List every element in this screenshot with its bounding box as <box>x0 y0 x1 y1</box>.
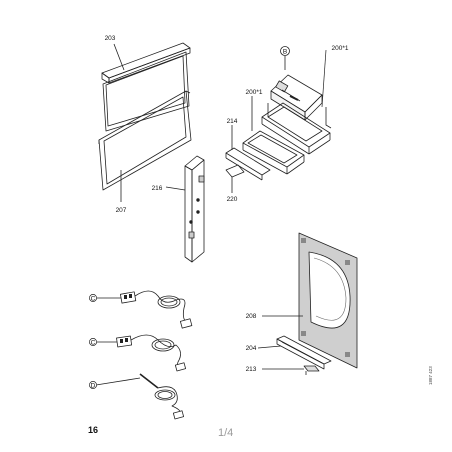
callout-d <box>89 381 97 389</box>
label-203: 203 <box>105 35 116 42</box>
page-number: 16 <box>88 425 99 435</box>
cable-harness-d-lower <box>95 373 185 420</box>
part-200-lower-channel <box>242 96 305 175</box>
cable-harness-c-middle <box>96 334 187 372</box>
label-208: 208 <box>246 313 257 320</box>
sheet-indicator: 1/4 <box>218 427 234 439</box>
part-203-upper-panel <box>101 42 191 132</box>
label-c-middle: C <box>91 339 96 346</box>
label-213: 213 <box>246 366 257 373</box>
label-c-upper: C <box>91 295 96 302</box>
part-b-control-module <box>270 46 323 121</box>
label-220: 220 <box>227 196 238 203</box>
label-204: 204 <box>246 345 257 352</box>
part-207-lower-panel <box>98 90 192 202</box>
callout-c-upper <box>89 294 97 302</box>
document-reference: 1887 423 <box>428 366 433 385</box>
callout-c-middle <box>89 338 97 346</box>
part-208-gasket-frame <box>262 232 358 369</box>
part-204-long-bracket <box>257 335 332 370</box>
label-d: D <box>91 382 96 389</box>
part-216-vertical-rail <box>165 155 205 263</box>
label-b: B <box>283 49 287 56</box>
cable-harness-c-upper <box>96 290 193 329</box>
label-216: 216 <box>152 185 163 192</box>
label-207: 207 <box>116 207 127 214</box>
label-214: 214 <box>227 118 238 125</box>
part-214-bracket <box>225 125 271 193</box>
part-200-upper-channel <box>261 102 332 155</box>
label-200-lower: 200*1 <box>246 89 263 96</box>
part-213-clip <box>262 365 320 375</box>
label-200-upper: 200*1 <box>332 45 349 52</box>
